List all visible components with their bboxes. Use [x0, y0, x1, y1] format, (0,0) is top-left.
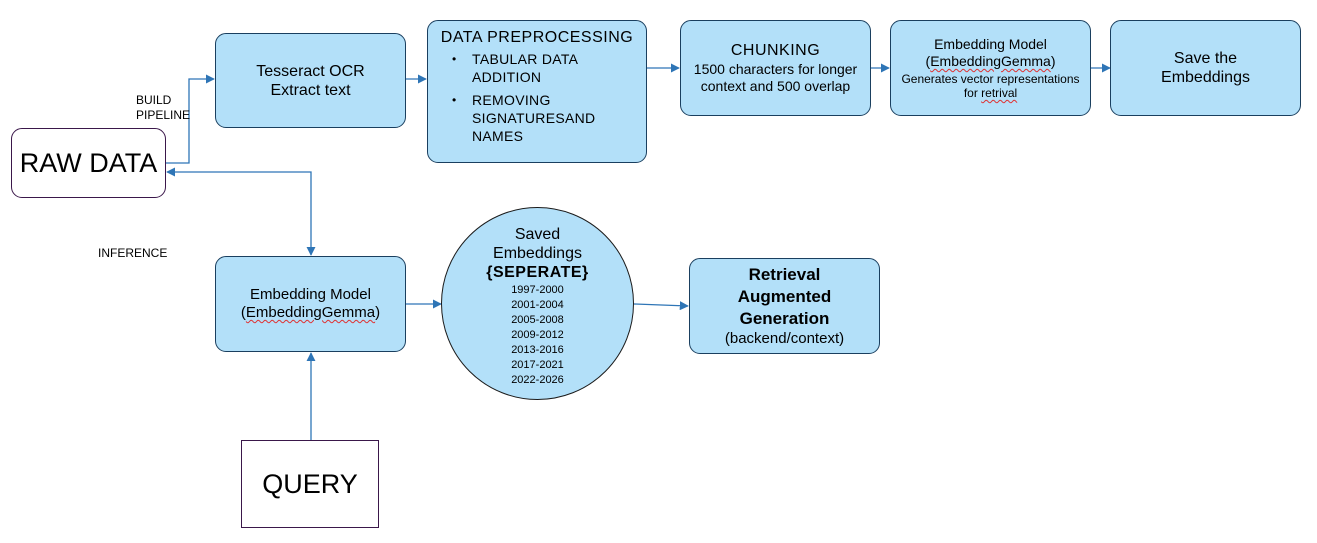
- inference-label: INFERENCE: [98, 246, 168, 260]
- rag-line3: Generation: [739, 309, 830, 328]
- preprocessing-list: TABULAR DATA ADDITION REMOVING SIGNATURE…: [434, 50, 640, 150]
- build-label: BUILD: [136, 93, 172, 107]
- embedding-top-model-name: EmbeddingGemma: [930, 53, 1051, 69]
- preprocessing-node[interactable]: DATA PREPROCESSING TABULAR DATA ADDITION…: [427, 20, 647, 163]
- preprocessing-item: REMOVING SIGNATURESAND NAMES: [452, 91, 640, 145]
- query-label: QUERY: [262, 469, 358, 499]
- year-range: 1997-2000: [511, 284, 564, 296]
- embedding-model-bottom-node[interactable]: Embedding Model (EmbeddingGemma): [215, 256, 406, 352]
- arrow-raw-to-ocr: [166, 74, 215, 164]
- save-embeddings-label: Save the Embeddings: [1161, 50, 1250, 86]
- chunking-description: 1500 characters for longer context and 5…: [693, 61, 858, 94]
- paren-open: (: [925, 53, 931, 69]
- embedding-top-description-misspelled: retrival: [981, 86, 1018, 100]
- year-range: 2005-2008: [511, 314, 564, 326]
- raw-data-label: RAW DATA: [19, 148, 158, 178]
- query-node[interactable]: QUERY: [241, 440, 379, 528]
- save-embeddings-node[interactable]: Save the Embeddings: [1110, 20, 1301, 116]
- saved-title: Saved: [514, 226, 561, 243]
- chunking-title: CHUNKING: [730, 42, 821, 59]
- saved-separate-label: {SEPERATE}: [486, 264, 589, 281]
- rag-node[interactable]: Retrieval Augmented Generation (backend/…: [689, 258, 880, 354]
- year-range: 2013-2016: [511, 344, 564, 356]
- paren-open: (: [240, 304, 246, 321]
- raw-data-node[interactable]: RAW DATA: [11, 128, 166, 198]
- paren-close: ): [375, 304, 381, 321]
- paren-close: ): [1050, 53, 1056, 69]
- year-range: 2022-2026: [511, 374, 564, 386]
- embedding-bottom-model-line: (EmbeddingGemma): [241, 304, 380, 322]
- ocr-title: Tesseract OCR: [256, 62, 365, 80]
- ocr-subtitle: Extract text: [270, 81, 351, 99]
- preprocessing-title: DATA PREPROCESSING: [440, 29, 634, 46]
- embedding-top-description-text: Generates vector representations for: [901, 72, 1080, 100]
- preprocessing-item: TABULAR DATA ADDITION: [452, 50, 640, 86]
- rag-line4: (backend/context): [724, 330, 845, 347]
- embedding-top-model-line: (EmbeddingGemma): [926, 53, 1056, 70]
- rag-line1: Retrieval: [748, 265, 821, 284]
- embedding-model-top-node[interactable]: Embedding Model (EmbeddingGemma) Generat…: [890, 20, 1091, 116]
- embedding-bottom-title: Embedding Model: [250, 286, 371, 303]
- saved-embeddings-node[interactable]: Saved Embeddings {SEPERATE} 1997-2000 20…: [441, 207, 634, 400]
- embedding-bottom-model-name: EmbeddingGemma: [245, 304, 376, 321]
- saved-subtitle: Embeddings: [493, 245, 582, 262]
- arrow-inference-link: [166, 167, 316, 256]
- saved-years-list: 1997-2000 2001-2004 2005-2008 2009-2012 …: [511, 283, 564, 388]
- arrow-saved-to-rag: [633, 301, 689, 311]
- year-range: 2017-2021: [511, 359, 564, 371]
- year-range: 2001-2004: [511, 299, 564, 311]
- rag-line2: Augmented: [737, 287, 832, 306]
- year-range: 2009-2012: [511, 329, 564, 341]
- ocr-node[interactable]: Tesseract OCR Extract text: [215, 33, 406, 128]
- embedding-top-description: Generates vector representations for ret…: [897, 72, 1084, 100]
- pipeline-label: PIPELINE: [136, 108, 191, 122]
- embedding-top-title: Embedding Model: [934, 36, 1047, 52]
- chunking-node[interactable]: CHUNKING 1500 characters for longer cont…: [680, 20, 871, 116]
